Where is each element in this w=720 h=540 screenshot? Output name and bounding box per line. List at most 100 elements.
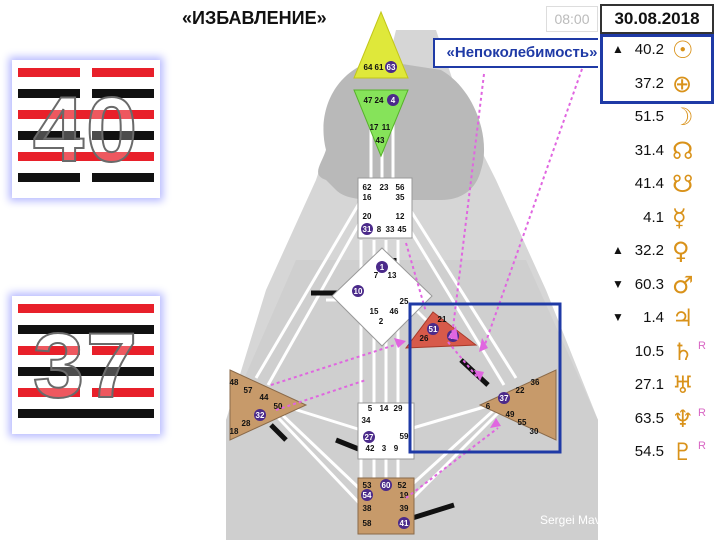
planet-value: 41.4 bbox=[634, 175, 664, 192]
planet-value: 27.1 bbox=[634, 376, 664, 393]
spleen-center bbox=[229, 369, 308, 441]
moon-icon: ☽ bbox=[672, 103, 694, 131]
gate-label: 14 bbox=[380, 404, 389, 413]
hexagram-line-half bbox=[92, 346, 154, 355]
gate-label: 35 bbox=[396, 193, 405, 202]
sacral-center bbox=[357, 402, 415, 460]
gate-label: 61 bbox=[375, 63, 384, 72]
hexagram-card-37: 37 bbox=[12, 296, 160, 434]
gate-highlight bbox=[387, 94, 399, 106]
hexagram-line-half bbox=[92, 68, 154, 77]
planet-row[interactable]: 51.5 ☽ bbox=[598, 103, 708, 133]
gate-label: 10 bbox=[354, 287, 363, 296]
gate-label: 52 bbox=[398, 481, 407, 490]
gate-label: 26 bbox=[420, 334, 429, 343]
gate-label: 21 bbox=[438, 315, 447, 324]
planet-value: 51.5 bbox=[634, 108, 664, 125]
planet-row[interactable]: 31.4 ☊ bbox=[598, 137, 708, 167]
mercury-icon: ☿ bbox=[672, 203, 687, 232]
gate-highlight bbox=[398, 517, 410, 529]
planet-row[interactable]: ▲ 32.2 ♀ bbox=[598, 237, 708, 267]
planet-value: 10.5 bbox=[634, 342, 664, 360]
gate-label: 56 bbox=[396, 183, 405, 192]
gate-label: 13 bbox=[388, 271, 397, 280]
hexagram-line bbox=[18, 409, 154, 418]
gate-label: 63 bbox=[387, 63, 396, 72]
gate-highlight bbox=[361, 223, 373, 235]
hexagram-line-half bbox=[92, 388, 154, 397]
hexagram-line-half bbox=[18, 131, 80, 140]
planet-row[interactable]: 41.4☋ bbox=[598, 170, 708, 200]
planet-row[interactable]: 63.5♆R bbox=[598, 405, 708, 435]
planet-row[interactable]: ▼ 1.4 ♃ bbox=[598, 304, 708, 334]
north-node-icon: ☊ bbox=[672, 136, 694, 165]
gate-label: 5 bbox=[368, 404, 373, 413]
hexagram-line-half bbox=[92, 173, 154, 182]
planet-row[interactable]: 37.2⊕ bbox=[598, 70, 708, 100]
gate-label: 18 bbox=[230, 427, 239, 436]
gate-label: 8 bbox=[377, 225, 382, 234]
planet-row[interactable]: ▲40.2☉ bbox=[598, 36, 708, 66]
gate-highlight bbox=[363, 431, 375, 443]
gate-label: 17 bbox=[370, 123, 379, 132]
planet-arrow: ▼ bbox=[612, 310, 624, 324]
gate-label: 11 bbox=[382, 123, 391, 132]
hexagram-line bbox=[18, 367, 154, 376]
earth-icon: ⊕ bbox=[672, 69, 693, 98]
gate-label: 54 bbox=[363, 491, 372, 500]
planet-value: 63.5 bbox=[634, 409, 664, 427]
planet-row[interactable]: 54.5♇R bbox=[598, 438, 708, 468]
gate-label: 55 bbox=[518, 418, 527, 427]
jupiter-icon: ♃ bbox=[672, 304, 694, 332]
planet-row[interactable]: 4.1☿ bbox=[598, 204, 708, 234]
pluto-icon: ♇ bbox=[672, 438, 694, 466]
time-display[interactable]: 08:00 bbox=[546, 6, 598, 32]
hexagram-line-half bbox=[18, 89, 80, 98]
solar-plexus-center bbox=[478, 369, 557, 441]
gate-label: 49 bbox=[506, 410, 515, 419]
gate-highlight bbox=[385, 61, 397, 73]
gate-label: 53 bbox=[363, 481, 372, 490]
hexagram-line-half bbox=[18, 68, 80, 77]
gate-label: 43 bbox=[376, 136, 385, 145]
planet-value: 31.4 bbox=[634, 141, 664, 159]
activation-arrows bbox=[270, 51, 589, 499]
silhouette-shade bbox=[226, 260, 598, 540]
planet-value: 1.4 bbox=[643, 309, 664, 326]
gate-label: 36 bbox=[531, 378, 540, 387]
gate-label: 23 bbox=[380, 183, 389, 192]
planet-value: 40.2 bbox=[634, 41, 664, 58]
gate-label: 51 bbox=[429, 325, 438, 334]
gate-label: 47 bbox=[364, 96, 373, 105]
gate-label: 7 bbox=[374, 271, 379, 280]
retrograde-marker: R bbox=[698, 440, 706, 452]
head-center bbox=[353, 10, 409, 79]
planet-row[interactable]: 27.1♅ bbox=[598, 371, 708, 401]
planet-value: 60.3 bbox=[634, 275, 664, 293]
gate-highlight bbox=[498, 392, 510, 404]
gate-label: 15 bbox=[370, 307, 379, 316]
gate-label: 60 bbox=[382, 481, 391, 490]
page-title: «ИЗБАВЛЕНИЕ» bbox=[182, 8, 327, 28]
mars-icon: ♂ bbox=[672, 270, 694, 299]
retrograde-marker: R bbox=[698, 339, 706, 352]
planet-row[interactable]: ▼ 60.3 ♂ bbox=[598, 271, 708, 301]
planet-row[interactable]: 10.5 ♄ R bbox=[598, 338, 708, 368]
hexagram-line-half bbox=[18, 388, 80, 397]
gate-label: 45 bbox=[398, 225, 407, 234]
gate-label: 59 bbox=[400, 432, 409, 441]
gate-label: 62 bbox=[363, 183, 372, 192]
gate-label: 28 bbox=[242, 419, 251, 428]
planet-arrow: ▼ bbox=[612, 276, 624, 291]
venus-icon: ♀ bbox=[672, 237, 690, 265]
gate-label: 12 bbox=[396, 212, 405, 221]
gate-label: 22 bbox=[516, 386, 525, 395]
planet-value: 32.2 bbox=[634, 242, 664, 259]
gate-label: 39 bbox=[400, 504, 409, 513]
gate-label: 57 bbox=[244, 386, 253, 395]
date-display[interactable]: 30.08.2018 bbox=[600, 4, 714, 34]
planet-arrow: ▲ bbox=[612, 243, 624, 257]
saturn-icon: ♄ bbox=[672, 337, 694, 366]
